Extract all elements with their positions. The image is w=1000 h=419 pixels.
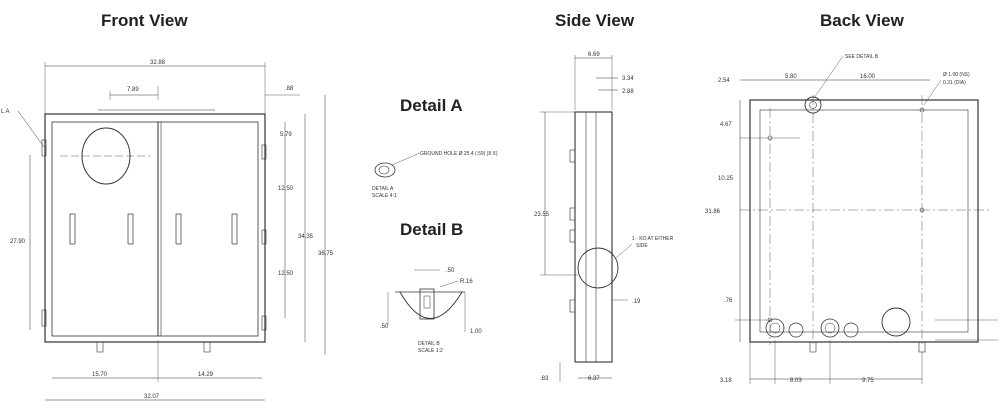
front-bottom-right-dim: 14.29 — [198, 372, 214, 378]
front-width-bottom-dim: 32.07 — [144, 394, 160, 400]
detail-b-title: Detail B — [400, 220, 464, 239]
side-bottom-right-dim: 6.37 — [588, 376, 600, 382]
back-knockout-1 — [765, 318, 785, 338]
back-knockout-2 — [820, 318, 840, 338]
back-overall-height-dim: 31.86 — [705, 209, 721, 215]
back-bottom-dim-3: 9.75 — [862, 378, 874, 384]
back-top-dim-2: 5.80 — [785, 74, 797, 80]
back-diameter-note-1: Ø 1.00 (NS) — [943, 72, 970, 78]
detail-a-scale: SCALE 4:1 — [372, 193, 397, 199]
front-view-title: Front View — [101, 11, 188, 30]
back-top-dim-3: 16.00 — [860, 74, 876, 80]
side-view-title: Side View — [555, 11, 635, 30]
detail-a-label: DETAIL A — [372, 186, 394, 192]
front-top-offset-dim: .88 — [285, 86, 294, 92]
side-depth-total-dim: 6.69 — [588, 52, 600, 58]
back-diameter-note-2: 0.31 (DIA) — [943, 80, 966, 86]
back-bottom-dim-2: 8.03 — [790, 378, 802, 384]
back-top-dim-1: 2.54 — [718, 78, 730, 84]
front-right-dim-1: 5.79 — [280, 132, 292, 138]
front-right-dim-2: 12.50 — [278, 186, 294, 192]
side-knockout-note-2: SIDE — [636, 243, 648, 249]
back-bottom-dim-1: 3.18 — [720, 378, 732, 384]
front-detail-callout: L A — [1, 109, 9, 115]
side-height-dim: 23.55 — [534, 212, 550, 218]
side-enclosure-outline — [574, 111, 613, 363]
front-knockout-dim: 7.89 — [127, 87, 139, 93]
front-left-height-dim: 27.90 — [10, 239, 26, 245]
back-enclosure-outline — [749, 99, 979, 343]
detail-a: GROUND HOLE Ø 25.4 (.59) (8 X) DETAIL A … — [372, 151, 498, 199]
back-see-detail-note: SEE DETAIL B — [845, 54, 879, 60]
front-enclosure-outline — [44, 113, 266, 343]
back-left-dim-2: 10.25 — [718, 176, 734, 182]
back-view: 2.54 5.80 16.00 SEE DETAIL B Ø 1.00 (NS)… — [705, 54, 998, 384]
front-right-dim-3: 12.50 — [278, 271, 294, 277]
side-knockout-note-1: 1 - KO AT EITHER — [632, 236, 674, 242]
detail-b-left-dim: .50 — [380, 324, 389, 330]
side-depth-2-dim: 2.88 — [622, 89, 634, 95]
detail-b: .50 R.16 .50 1.00 DETAIL B SCALE 1:2 — [380, 268, 482, 354]
front-bottom-left-dim: 15.70 — [92, 372, 108, 378]
front-overall-height-dim: 36.75 — [318, 251, 334, 257]
back-knockout-large — [881, 307, 911, 337]
back-view-title: Back View — [820, 11, 904, 30]
side-depth-1-dim: 3.34 — [622, 76, 634, 82]
side-knockout — [577, 247, 619, 289]
detail-a-title: Detail A — [400, 96, 463, 115]
back-hanger-hole — [804, 96, 822, 114]
side-bottom-offset-dim: .19 — [632, 299, 641, 305]
side-view: 6.69 3.34 2.88 1 - KO AT EITHER SIDE 23.… — [534, 52, 674, 382]
detail-b-radius-dim: R.16 — [460, 279, 473, 285]
detail-b-scale: SCALE 1:2 — [418, 348, 443, 354]
front-width-top-dim: 32.88 — [150, 60, 166, 66]
back-left-dim-3: .76 — [724, 298, 733, 304]
side-bottom-left-dim: .83 — [540, 376, 549, 382]
front-view: 32.88 7.89 .88 27.90 — [1, 60, 334, 401]
front-inner-height-dim: 34.35 — [298, 234, 314, 240]
detail-b-top-dim: .50 — [446, 268, 455, 274]
back-left-dim-1: 4.67 — [720, 122, 732, 128]
detail-b-right-dim: 1.00 — [470, 329, 482, 335]
detail-b-label: DETAIL B — [418, 341, 440, 347]
detail-a-note: GROUND HOLE Ø 25.4 (.59) (8 X) — [420, 151, 498, 157]
